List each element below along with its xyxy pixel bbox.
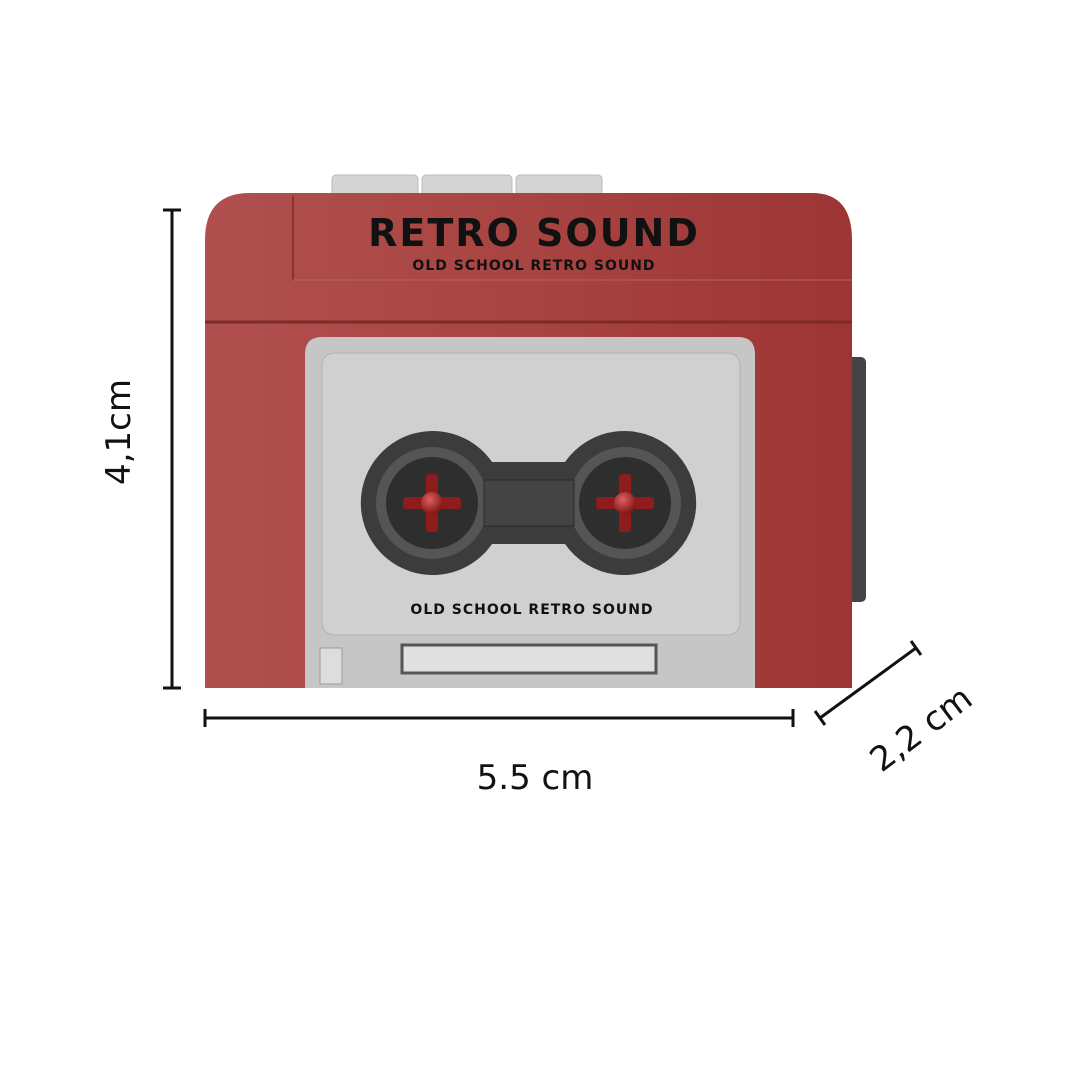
height-label: 4,1cm bbox=[99, 379, 139, 485]
brand-title: RETRO SOUND bbox=[368, 211, 700, 255]
height-dimension bbox=[163, 208, 181, 690]
cassette-door: OLD SCHOOL RETRO SOUND bbox=[305, 337, 755, 688]
width-label: 5.5 cm bbox=[477, 758, 594, 798]
right-reel-hub-icon bbox=[596, 474, 654, 532]
depth-label: 2,2 cm bbox=[863, 678, 980, 780]
cassette-slot bbox=[400, 643, 658, 675]
door-label: OLD SCHOOL RETRO SOUND bbox=[410, 602, 653, 618]
cassette-window bbox=[360, 430, 697, 575]
width-dimension bbox=[203, 709, 795, 727]
depth-dimension bbox=[813, 640, 923, 726]
brand-subtitle: OLD SCHOOL RETRO SOUND bbox=[412, 258, 655, 274]
left-reel-hub-icon bbox=[403, 474, 461, 532]
